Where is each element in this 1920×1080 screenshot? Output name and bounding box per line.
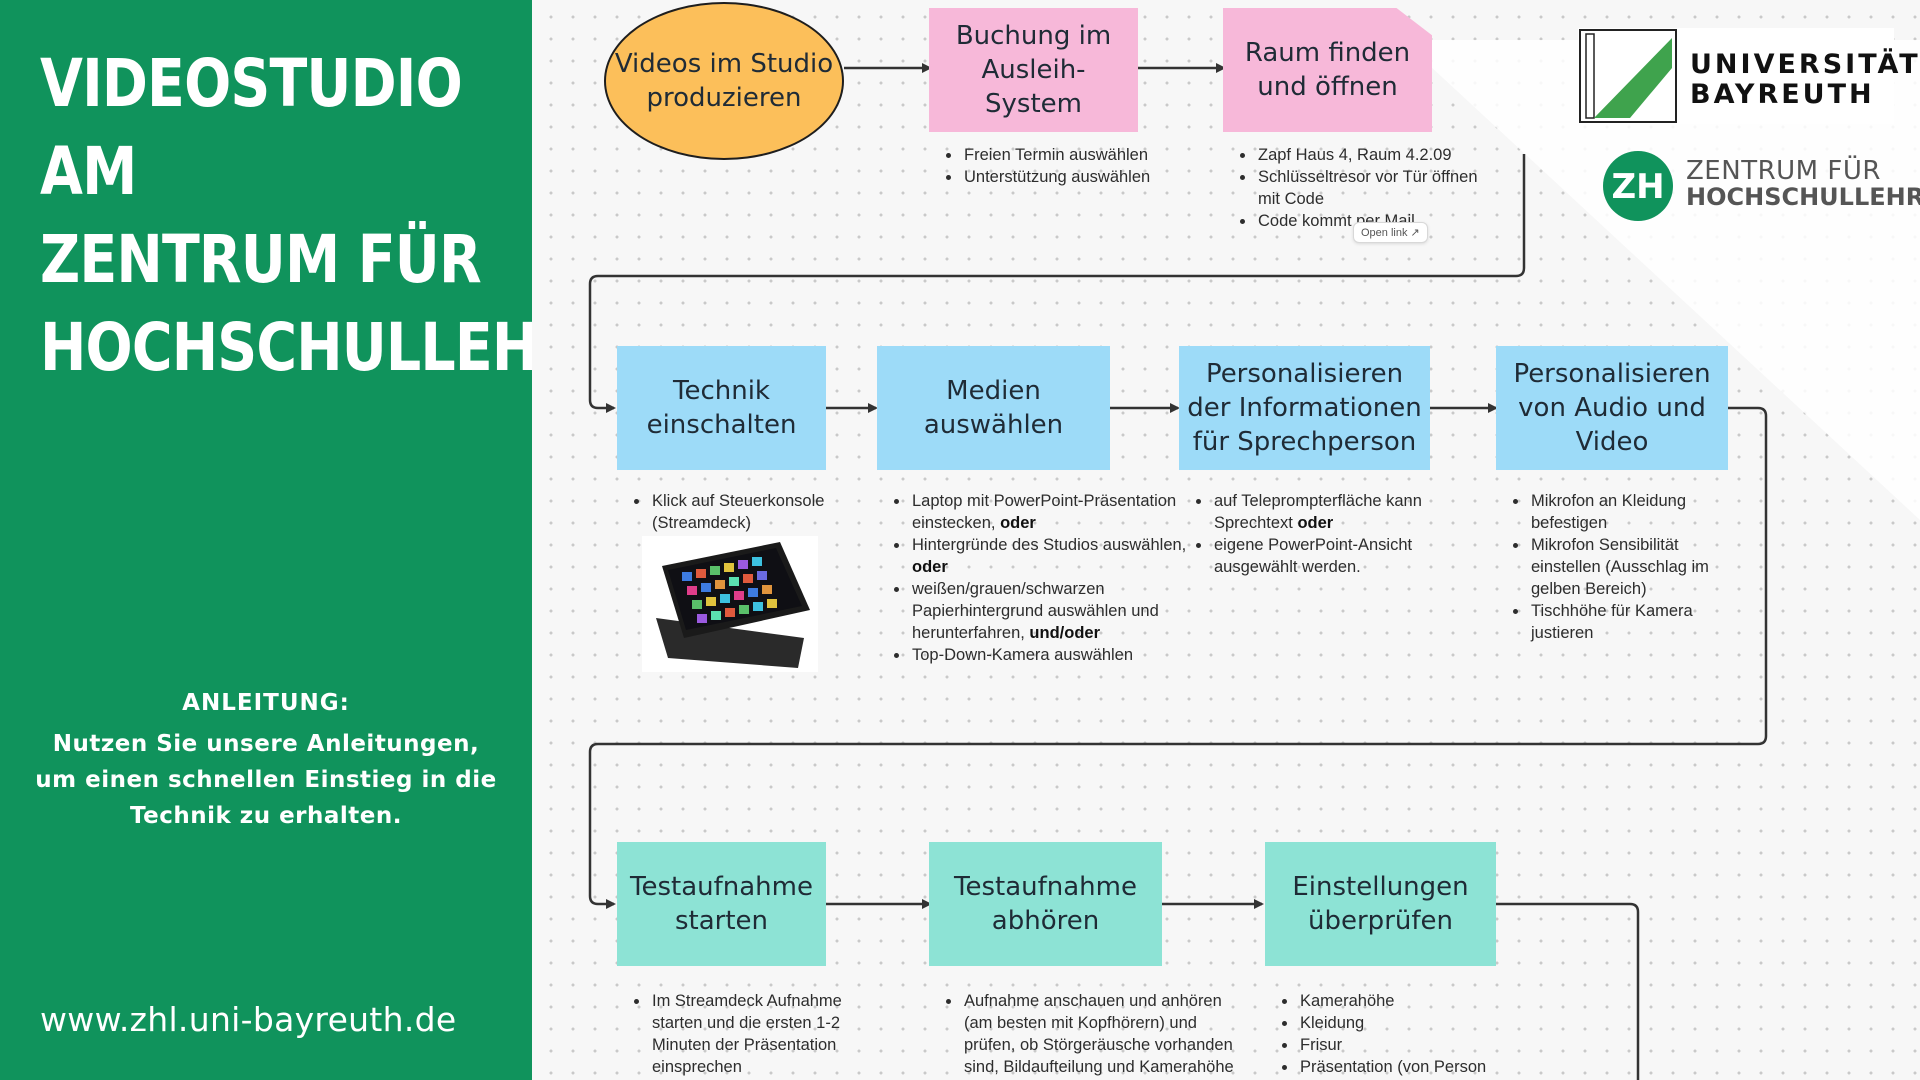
flow-connectors <box>588 63 1768 1080</box>
connector <box>588 154 1526 413</box>
instruction-text: Nutzen Sie unsere Anleitungen, um einen … <box>35 731 497 829</box>
start-node[interactable]: Videos im Studio produzieren <box>604 2 844 160</box>
step-test-record[interactable]: Testaufnahme starten <box>617 842 826 966</box>
streamdeck-image <box>642 536 818 672</box>
note-item: auf Teleprompterfläche kann Sprechtext o… <box>1212 490 1460 534</box>
node-label: Technik einschalten <box>646 376 797 440</box>
note-item: Schlüsseltresor vor Tür öffnen mit Code <box>1256 166 1480 210</box>
node-label: Personalisieren von Audio und Video <box>1513 359 1711 457</box>
canvas-fade-overlay <box>1402 40 1920 520</box>
node-label: Raum finden und öffnen <box>1244 38 1411 102</box>
note-item: weißen/grauen/schwarzen Papierhintergrun… <box>910 578 1194 644</box>
note-item: Tischhöhe für Kamera justieren <box>1529 600 1733 644</box>
step-media-notes: Laptop mit PowerPoint-Präsentation einst… <box>892 490 1194 666</box>
node-label: Medien auswählen <box>923 376 1064 440</box>
note-item: Laptop mit PowerPoint-Präsentation einst… <box>910 490 1194 534</box>
note-item: Im Streamdeck Aufnahme starten und die e… <box>650 990 874 1078</box>
zhl-mark-text: ZH <box>1611 167 1664 207</box>
university-name-line: BAYREUTH <box>1690 79 1875 110</box>
title-line: VIDEOSTUDIO <box>40 45 463 122</box>
zhl-name-line: HOCHSCHULLEHRE <box>1686 184 1920 210</box>
zhl-name-strong: HOCHSCHULLEHRE <box>1686 183 1920 211</box>
step-check-settings-notes: Kamerahöhe Kleidung Frisur Präsentation … <box>1280 990 1538 1078</box>
note-item: Hintergründe des Studios auswählen, oder <box>910 534 1194 578</box>
note-item: Frisur <box>1298 1034 1538 1056</box>
sidebar-panel: VIDEOSTUDIO AM ZENTRUM FÜR HOCHSCHULLEHR… <box>0 0 617 1080</box>
open-link-button[interactable]: Open link ↗ <box>1353 222 1428 243</box>
node-label: Videos im Studio produzieren <box>614 49 834 113</box>
note-item: Zapf Haus 4, Raum 4.2.09 <box>1256 144 1480 166</box>
zhl-name-line: ZENTRUM FÜR <box>1686 156 1881 186</box>
step-personalize-info[interactable]: Personalisieren der Informationen für Sp… <box>1179 346 1430 470</box>
external-link-icon: ↗ <box>1410 227 1420 239</box>
step-test-listen-notes: Aufnahme anschauen und anhören (am beste… <box>944 990 1250 1078</box>
step-media[interactable]: Medien auswählen <box>877 346 1110 470</box>
zhl-logo: ZH ZENTRUM FÜR HOCHSCHULLEHRE <box>1600 148 1920 224</box>
note-emphasis: oder <box>1297 514 1334 532</box>
node-label: Personalisieren der Informationen für Sp… <box>1187 359 1422 457</box>
step-check-settings[interactable]: Einstellungen überprüfen <box>1265 842 1496 966</box>
node-label: Testaufnahme abhören <box>954 872 1137 936</box>
note-text: Hintergründe des Studios auswählen, <box>912 536 1187 554</box>
note-emphasis: und/oder <box>1029 624 1100 642</box>
instruction-heading: ANLEITUNG: <box>182 690 350 716</box>
page-title: VIDEOSTUDIO AM ZENTRUM FÜR HOCHSCHULLEHR… <box>40 40 617 392</box>
step-room[interactable]: Raum finden und öffnen <box>1223 8 1432 132</box>
note-text: Laptop mit PowerPoint-Präsentation einst… <box>912 492 1177 532</box>
university-logo: UNIVERSITÄT BAYREUTH <box>1578 28 1918 124</box>
note-item: eigene PowerPoint-Ansicht ausgewählt wer… <box>1212 534 1460 578</box>
node-label: Buchung im Ausleih-System <box>955 21 1112 119</box>
step-booking-notes: Freien Termin auswählen Unterstützung au… <box>944 144 1202 188</box>
website-link[interactable]: www.zhl.uni-bayreuth.de <box>40 1000 457 1039</box>
title-line: ZENTRUM FÜR <box>40 221 482 298</box>
step-personalize-info-notes: auf Teleprompterfläche kann Sprechtext o… <box>1194 490 1460 578</box>
title-line: HOCHSCHULLEHRE <box>40 309 617 386</box>
note-emphasis: oder <box>1000 514 1036 532</box>
note-item: Kleidung <box>1298 1012 1538 1034</box>
university-mark-icon <box>1579 29 1677 123</box>
note-text: weißen/grauen/schwarzen Papierhintergrun… <box>912 580 1159 642</box>
open-link-label: Open link <box>1361 227 1408 239</box>
note-text: auf Teleprompterfläche kann Sprechtext <box>1214 492 1422 532</box>
note-item: Aufnahme anschauen und anhören (am beste… <box>962 990 1250 1078</box>
connector <box>1496 902 1640 1080</box>
note-emphasis: oder <box>912 558 948 576</box>
step-tech-on-notes: Klick auf Steuerkonsole (Streamdeck) <box>632 490 870 534</box>
step-tech-on[interactable]: Technik einschalten <box>617 346 826 470</box>
zhl-mark-icon: ZH <box>1603 151 1673 221</box>
note-item: Kamerahöhe <box>1298 990 1538 1012</box>
university-name-line: UNIVERSITÄT <box>1690 49 1920 80</box>
note-text: eigene PowerPoint-Ansicht ausgewählt wer… <box>1214 536 1413 576</box>
step-room-notes: Zapf Haus 4, Raum 4.2.09 Schlüsseltresor… <box>1238 144 1480 232</box>
step-booking[interactable]: Buchung im Ausleih-System <box>929 8 1138 132</box>
note-item: Freien Termin auswählen <box>962 144 1202 166</box>
zhl-name: ZENTRUM FÜR HOCHSCHULLEHRE <box>1686 158 1920 210</box>
step-test-record-notes: Im Streamdeck Aufnahme starten und die e… <box>632 990 874 1078</box>
note-item: Top-Down-Kamera auswählen <box>910 644 1194 666</box>
step-personalize-av-notes: Mikrofon an Kleidung befestigen Mikrofon… <box>1511 490 1733 644</box>
note-item: Unterstützung auswählen <box>962 166 1202 188</box>
note-item: Mikrofon Sensibilität einstellen (Aussch… <box>1529 534 1733 600</box>
node-label: Einstellungen überprüfen <box>1292 872 1469 936</box>
note-item: Mikrofon an Kleidung befestigen <box>1529 490 1733 534</box>
note-item: Klick auf Steuerkonsole (Streamdeck) <box>650 490 870 534</box>
note-text: Top-Down-Kamera auswählen <box>912 646 1134 664</box>
university-name: UNIVERSITÄT BAYREUTH <box>1690 50 1920 110</box>
title-line: AM <box>40 133 137 210</box>
step-test-listen[interactable]: Testaufnahme abhören <box>929 842 1162 966</box>
node-label: Testaufnahme starten <box>630 872 813 936</box>
connector <box>588 406 1768 909</box>
streamdeck-keys <box>682 557 777 623</box>
step-personalize-av[interactable]: Personalisieren von Audio und Video <box>1496 346 1728 470</box>
note-item: Präsentation (von Person <box>1298 1056 1538 1078</box>
flowchart-canvas[interactable]: Videos im Studio produzieren Buchung im … <box>532 0 1920 1080</box>
